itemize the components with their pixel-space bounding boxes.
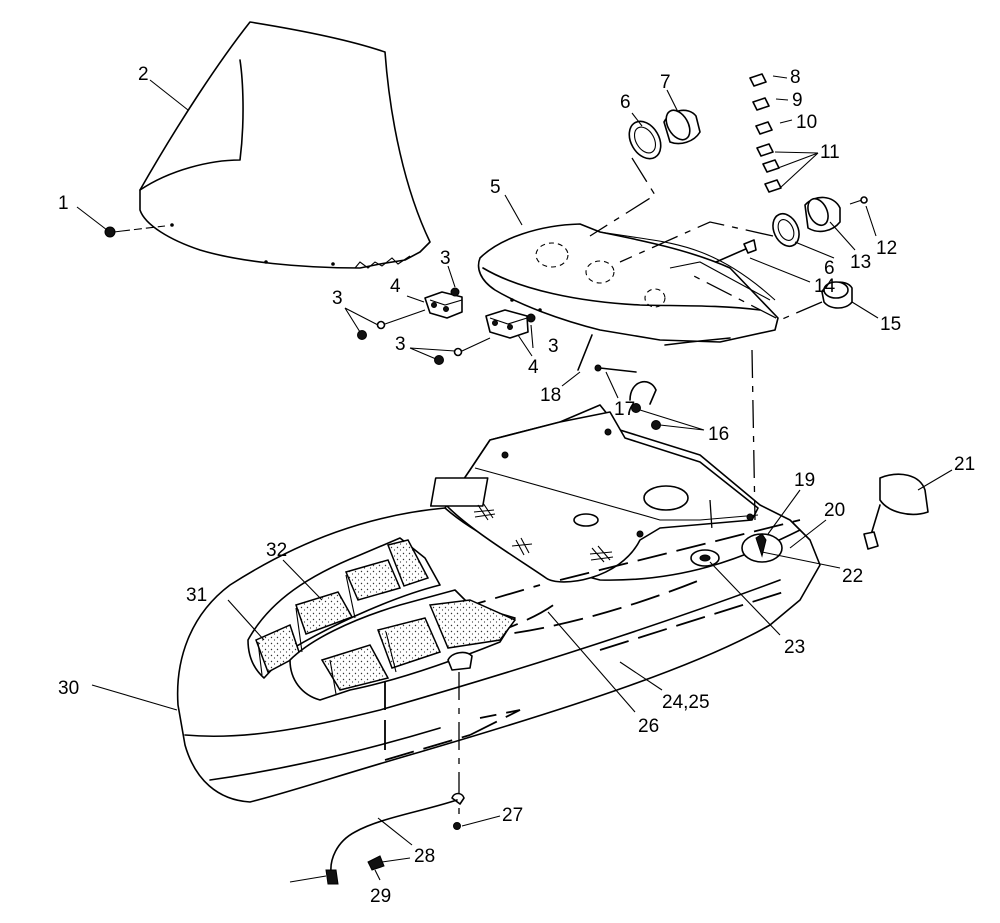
hood-body: [176, 404, 821, 803]
rear-view-mirror: [863, 473, 929, 550]
callout-32: 32: [266, 540, 287, 561]
callout-6: 6: [620, 92, 631, 113]
callout-12: 12: [876, 238, 897, 259]
callout-29: 29: [370, 886, 391, 907]
bracket-fasteners: [357, 287, 536, 365]
callout-6: 6: [824, 258, 835, 279]
gauge-right: [619, 196, 868, 263]
mount-bracket-upper: [424, 291, 463, 319]
retaining-clips: [749, 73, 782, 193]
callout-3: 3: [440, 248, 451, 269]
callout-11: 11: [820, 142, 840, 163]
callout-18: 18: [540, 385, 561, 406]
callout-13: 13: [850, 252, 871, 273]
gauge-left: [589, 109, 701, 237]
callout-labels: 1 2 3 3 3 3 4 4 5 6 6 7 8 9 10 11 12 13 …: [58, 64, 975, 907]
callout-8: 8: [790, 67, 801, 88]
windshield: [139, 21, 431, 269]
callout-2: 2: [138, 64, 149, 85]
callout-23: 23: [784, 637, 805, 658]
callout-7: 7: [660, 72, 671, 93]
callout-5: 5: [490, 177, 501, 198]
callout-27: 27: [502, 805, 523, 826]
callout-3: 3: [332, 288, 343, 309]
callout-20: 20: [824, 500, 845, 521]
callout-31: 31: [186, 585, 207, 606]
callout-30: 30: [58, 678, 79, 699]
callout-4: 4: [528, 357, 539, 378]
callout-4: 4: [390, 276, 401, 297]
callout-22: 22: [842, 566, 863, 587]
instrument-housing: [477, 223, 779, 346]
callout-3: 3: [548, 336, 559, 357]
mount-bracket-lower: [485, 309, 529, 339]
callout-28: 28: [414, 846, 435, 867]
callout-26: 26: [638, 716, 659, 737]
callout-1: 1: [58, 193, 69, 214]
leader-lines: [76, 75, 953, 881]
callout-9: 9: [792, 90, 803, 111]
callout-10: 10: [796, 112, 817, 133]
callout-24-25: 24,25: [662, 692, 710, 713]
callout-17: 17: [614, 399, 635, 420]
callout-15: 15: [880, 314, 901, 335]
hood-hardware: [447, 349, 783, 820]
mounting-bolt: [715, 239, 757, 263]
callout-21: 21: [954, 454, 975, 475]
strap-and-clamp: [577, 334, 661, 430]
callout-14: 14: [814, 276, 836, 297]
windshield-screw: [104, 225, 166, 238]
key-switch: [689, 273, 853, 321]
hood-cable: [289, 792, 465, 885]
callout-16: 16: [708, 424, 729, 445]
callout-19: 19: [794, 470, 815, 491]
callout-3: 3: [395, 334, 406, 355]
